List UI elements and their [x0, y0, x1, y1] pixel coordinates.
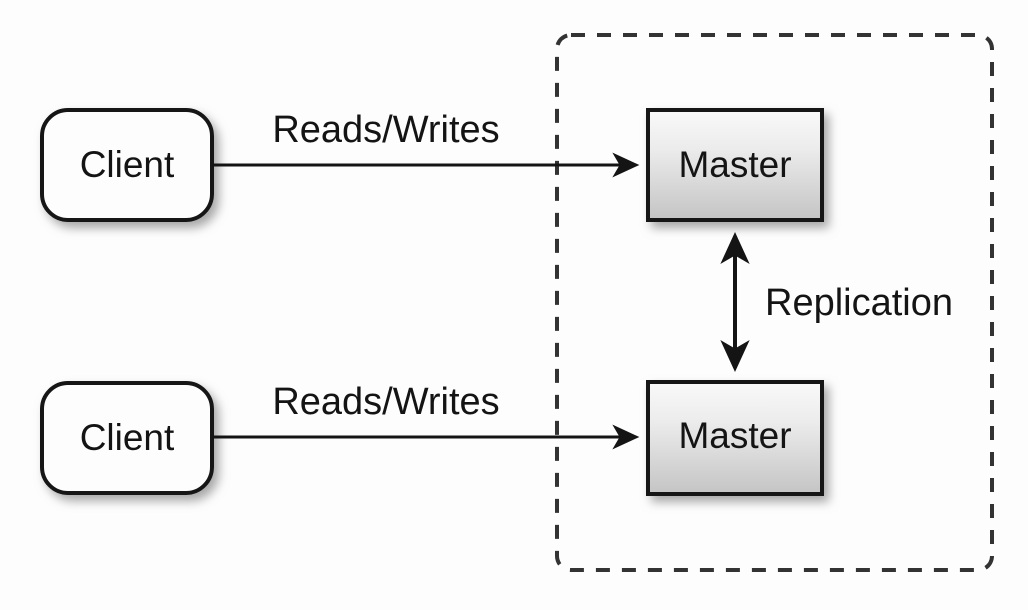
client-bottom-label: Client [80, 417, 175, 458]
client-top-label: Client [80, 144, 175, 185]
master-bottom-label: Master [678, 415, 791, 456]
edge-label-reads-writes-top: Reads/Writes [272, 109, 499, 151]
node-master-top[interactable]: Master [646, 108, 824, 222]
node-client-bottom[interactable]: Client [40, 381, 214, 495]
master-bottom-shape [646, 380, 824, 496]
edge-label-replication: Replication [765, 282, 953, 324]
node-master-bottom[interactable]: Master [646, 380, 824, 496]
node-client-top[interactable]: Client [40, 108, 214, 222]
replication-group-boundary [555, 33, 994, 572]
master-top-shape [646, 108, 824, 222]
master-top-label: Master [678, 144, 791, 185]
edge-label-reads-writes-bottom: Reads/Writes [272, 381, 499, 423]
